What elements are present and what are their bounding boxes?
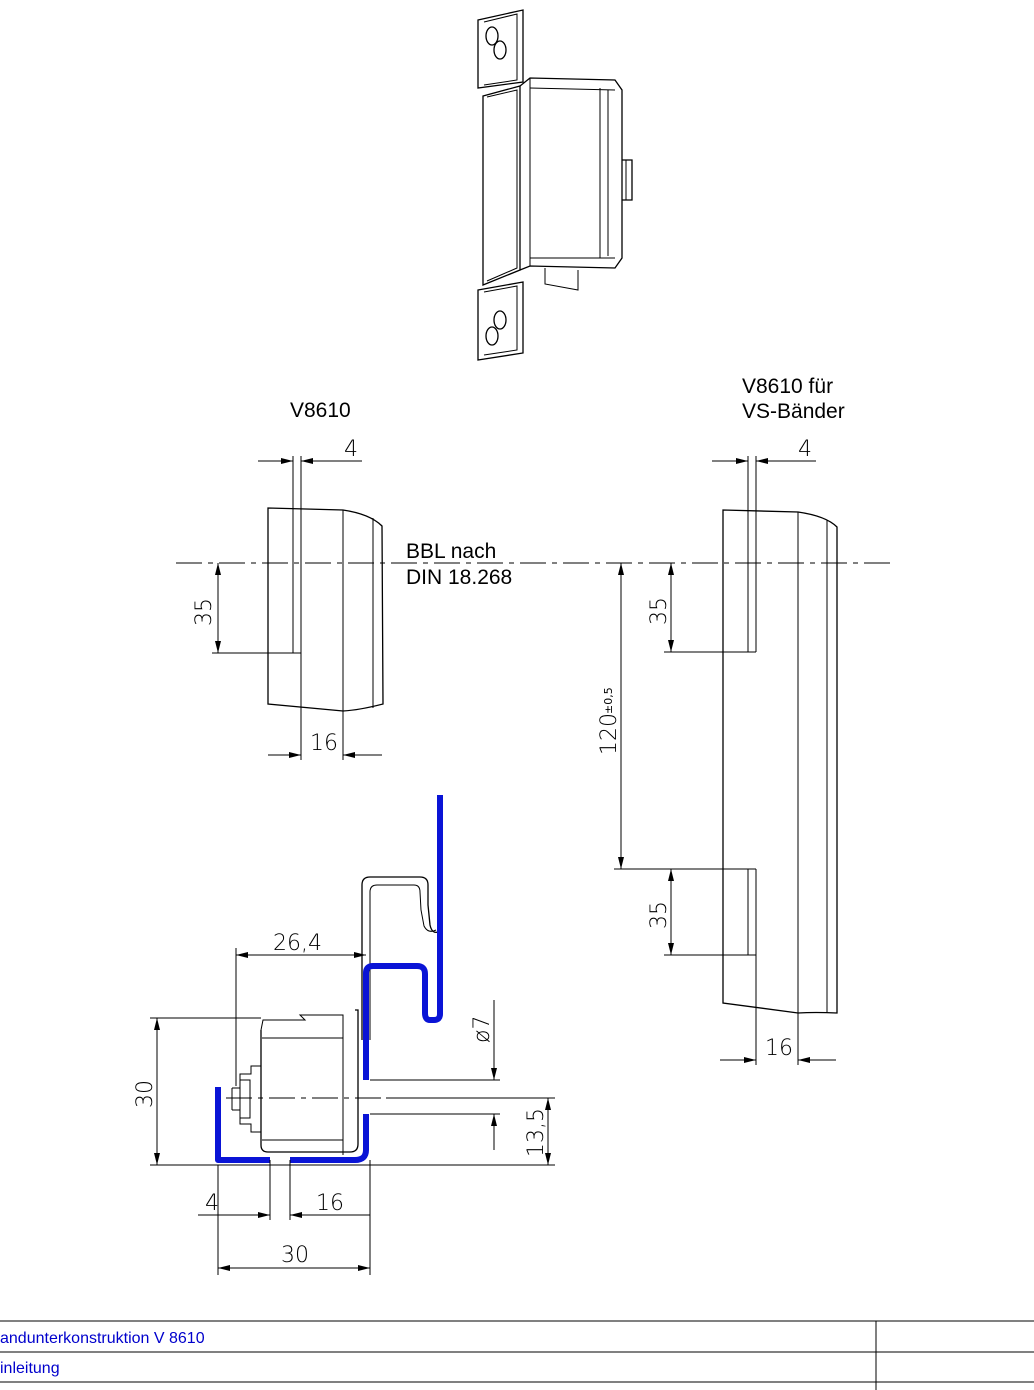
bbl-label-line1: BBL nach [406,540,496,563]
dim-right-120-tolerance: ±0,5 [602,687,615,714]
bbl-label-line2: DIN 18.268 [406,566,512,589]
dim-section-16: 16 [316,1191,344,1216]
dim-right-16: 16 [765,1036,793,1061]
left-side-view [212,456,384,760]
title-block-row1: andunterkonstruktion V 8610 [0,1330,205,1347]
dim-right-4: 4 [798,437,812,462]
dim-left-35: 35 [192,598,217,626]
title-right-line1: V8610 für [742,375,833,398]
dim-section-26-4: 26,4 [273,931,322,956]
section-view [150,795,555,1275]
dim-section-30-horizontal: 30 [281,1243,309,1268]
dim-left-4: 4 [344,437,358,462]
dim-right-120: 120 [597,713,622,755]
dim-section-4: 4 [205,1191,219,1216]
dim-right-35-lower: 35 [647,901,672,929]
dim-section-30-vertical: 30 [133,1080,158,1108]
dim-section-phi7: ø7 [470,1016,495,1043]
dim-section-13-5: 13,5 [524,1108,549,1157]
title-block-row2: inleitung [0,1360,60,1377]
title-block [0,1320,1034,1390]
dim-left-16: 16 [310,731,338,756]
title-left: V8610 [290,399,351,422]
isometric-view [477,9,633,361]
dim-right-35-upper: 35 [647,597,672,625]
right-side-view [614,456,838,1065]
title-right-line2: VS-Bänder [742,400,845,423]
